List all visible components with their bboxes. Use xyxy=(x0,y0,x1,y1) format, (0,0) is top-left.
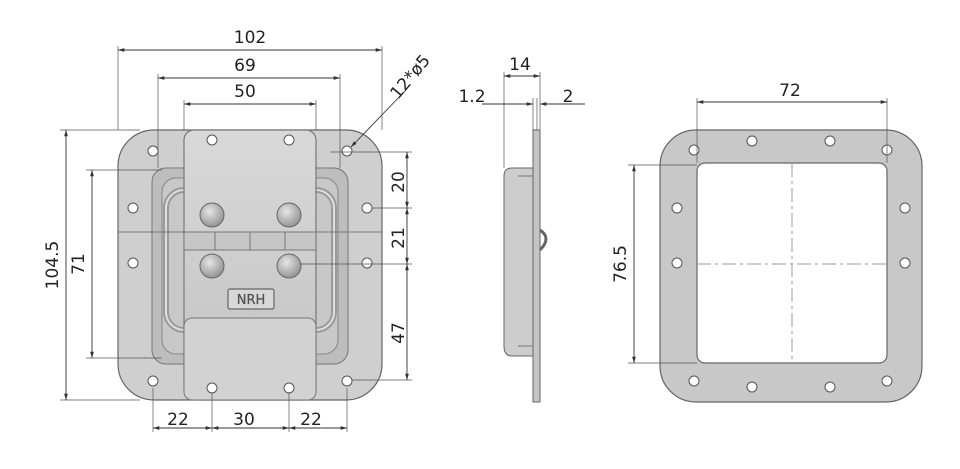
dim-side-lip: 2 xyxy=(563,87,574,107)
side-dimensions: 14 1.2 2 xyxy=(458,55,585,168)
logo-badge xyxy=(227,288,275,310)
rivet-bottom-right xyxy=(276,253,302,279)
hole xyxy=(746,381,758,393)
hole xyxy=(361,202,373,214)
hole xyxy=(881,375,893,387)
dim-side-depth: 14 xyxy=(509,55,531,75)
dim-bottom-left: 22 xyxy=(167,410,189,430)
hole xyxy=(824,381,836,393)
hole xyxy=(206,382,218,394)
side-flange xyxy=(532,129,541,403)
hole xyxy=(899,257,911,269)
hole xyxy=(283,134,295,146)
dim-inner-width: 50 xyxy=(234,82,256,102)
side-body-top xyxy=(503,167,534,357)
logo-text: NRH xyxy=(237,293,266,308)
hole xyxy=(671,257,683,269)
rivet-bottom-left xyxy=(199,253,225,279)
hole xyxy=(361,257,373,269)
dim-overall-width: 102 xyxy=(234,28,266,48)
dim-bottom-right: 22 xyxy=(300,410,322,430)
hole xyxy=(899,202,911,214)
dim-right-top: 20 xyxy=(389,171,409,193)
dim-cutout-height: 76.5 xyxy=(611,245,631,283)
hole xyxy=(746,135,758,147)
dim-side-thick: 1.2 xyxy=(458,87,485,107)
hole xyxy=(127,202,139,214)
dim-right-bot: 47 xyxy=(389,322,409,344)
cutout-view xyxy=(659,129,923,403)
hole xyxy=(671,202,683,214)
dim-hole-spec: 12*ø5 xyxy=(387,51,435,103)
dim-mid-width: 69 xyxy=(234,56,256,76)
dim-right-mid: 21 xyxy=(389,227,409,249)
front-view: NRH xyxy=(117,129,383,401)
strap-lower xyxy=(183,317,317,401)
side-ring xyxy=(538,228,548,252)
hole xyxy=(688,144,700,156)
dim-bottom-mid: 30 xyxy=(233,410,255,430)
hole xyxy=(824,135,836,147)
hole xyxy=(688,375,700,387)
cutout-dimensions: 72 76.5 xyxy=(611,81,888,364)
hole xyxy=(206,134,218,146)
rivet-top-right xyxy=(276,202,302,228)
hole xyxy=(127,257,139,269)
hole xyxy=(147,145,159,157)
hole xyxy=(341,145,353,157)
dim-cutout-width: 72 xyxy=(779,81,801,101)
dim-overall-height: 104.5 xyxy=(43,241,63,290)
rivet-top-left xyxy=(199,202,225,228)
hole xyxy=(147,375,159,387)
hole xyxy=(283,382,295,394)
hole xyxy=(341,375,353,387)
dim-inner-height: 71 xyxy=(69,253,89,275)
side-view xyxy=(503,129,548,403)
